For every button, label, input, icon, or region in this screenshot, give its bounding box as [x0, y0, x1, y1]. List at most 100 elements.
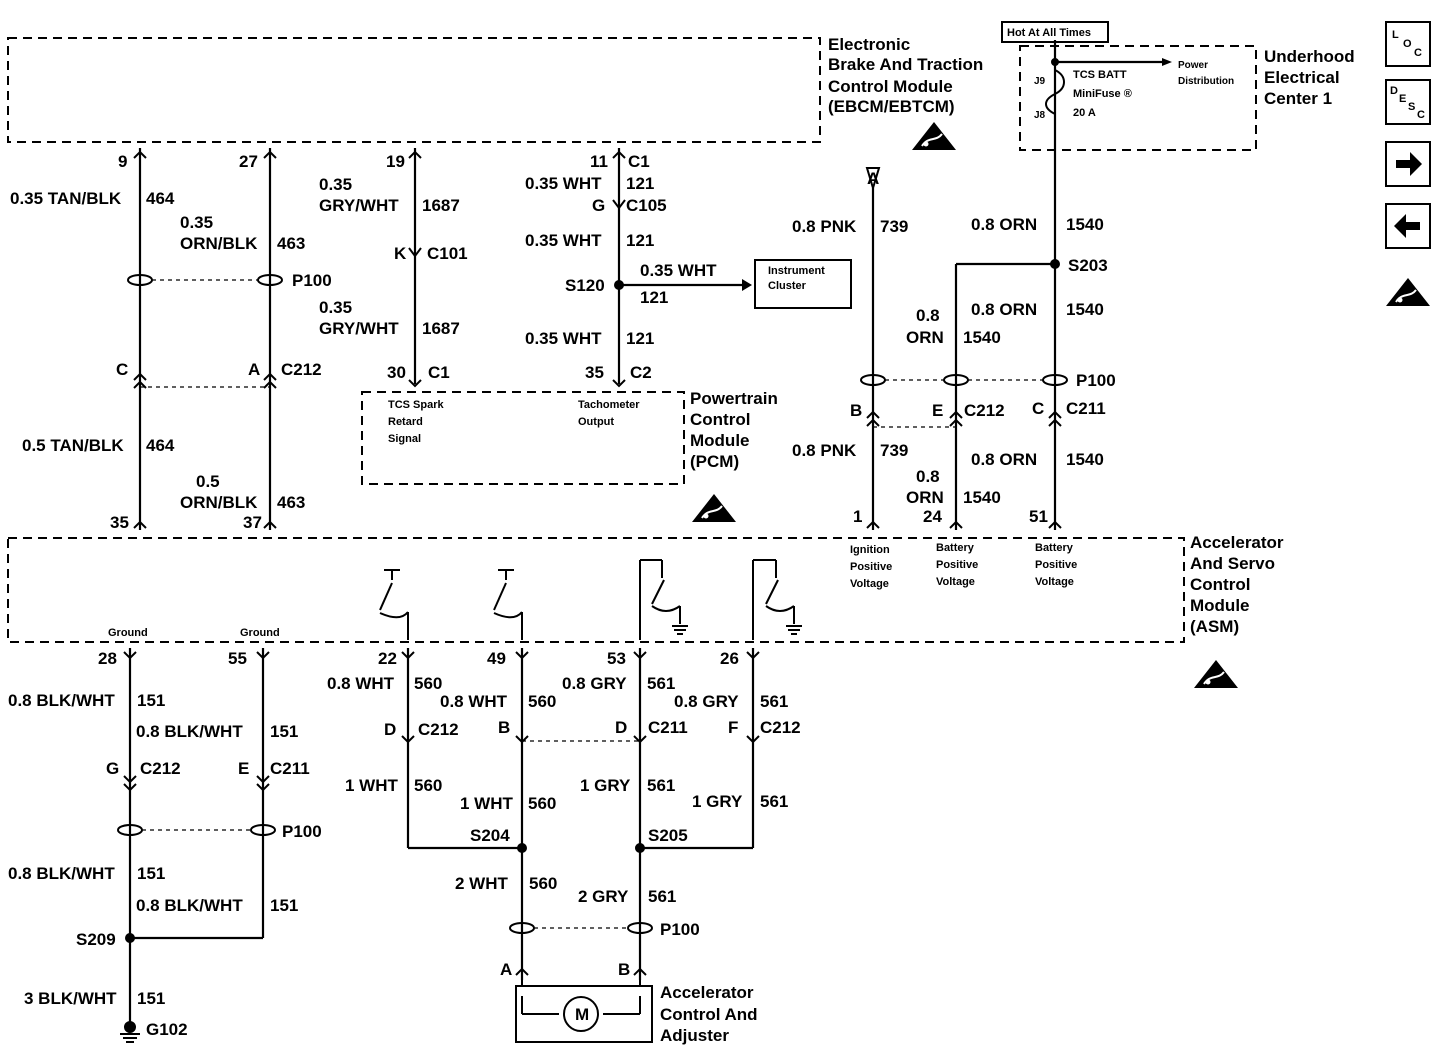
svg-text:D: D [384, 720, 396, 739]
svg-text:0.35 WHT: 0.35 WHT [525, 231, 602, 250]
svg-text:1: 1 [853, 507, 862, 526]
svg-text:And Servo: And Servo [1190, 554, 1275, 573]
svg-text:0.8 BLK/WHT: 0.8 BLK/WHT [136, 722, 243, 741]
j9-label: J9 [1034, 76, 1046, 87]
svg-text:0.8 BLK/WHT: 0.8 BLK/WHT [8, 864, 115, 883]
asm-box [7, 537, 1185, 643]
svg-text:0.8 ORN: 0.8 ORN [971, 300, 1037, 319]
svg-text:121: 121 [626, 174, 654, 193]
svg-text:MiniFuse ®: MiniFuse ® [1073, 88, 1132, 100]
svg-text:(EBCM/EBTCM): (EBCM/EBTCM) [828, 97, 955, 116]
desc-button[interactable]: D E S C [1385, 79, 1431, 125]
svg-text:560: 560 [528, 692, 556, 711]
svg-text:0.8: 0.8 [916, 306, 940, 325]
svg-text:0.5: 0.5 [196, 472, 220, 491]
svg-text:151: 151 [137, 864, 165, 883]
svg-text:11: 11 [590, 152, 608, 171]
svg-text:739: 739 [880, 217, 908, 236]
motor-icon [521, 980, 641, 1032]
svg-text:151: 151 [137, 989, 165, 1008]
svg-text:0.8 GRY: 0.8 GRY [562, 674, 627, 693]
wires [128, 40, 1165, 1022]
svg-text:560: 560 [414, 674, 442, 693]
svg-text:1540: 1540 [963, 328, 1001, 347]
svg-text:A: A [500, 960, 512, 979]
splice-dots [125, 259, 1060, 943]
next-button[interactable] [1385, 141, 1431, 187]
svg-text:0.8 WHT: 0.8 WHT [440, 692, 508, 711]
svg-text:121: 121 [640, 288, 668, 307]
esd-warning-icon[interactable] [1385, 277, 1431, 307]
svg-text:0.35 TAN/BLK: 0.35 TAN/BLK [10, 189, 122, 208]
svg-text:S120: S120 [565, 276, 605, 295]
loc-button[interactable]: L O C [1385, 21, 1431, 67]
svg-text:0.35: 0.35 [319, 298, 352, 317]
svg-text:Battery: Battery [936, 542, 975, 554]
svg-text:(ASM): (ASM) [1190, 617, 1239, 636]
svg-text:S: S [1408, 101, 1415, 113]
svg-text:0.8 PNK: 0.8 PNK [792, 217, 857, 236]
svg-text:K: K [394, 244, 407, 263]
svg-text:0.35: 0.35 [319, 175, 352, 194]
svg-text:0.8 BLK/WHT: 0.8 BLK/WHT [136, 896, 243, 915]
svg-text:0.8 BLK/WHT: 0.8 BLK/WHT [8, 691, 115, 710]
svg-text:0.5 TAN/BLK: 0.5 TAN/BLK [22, 436, 124, 455]
svg-text:560: 560 [414, 776, 442, 795]
ground-label: Ground [240, 627, 280, 639]
svg-text:TCS BATT: TCS BATT [1073, 69, 1127, 81]
svg-text:0.8 GRY: 0.8 GRY [674, 692, 739, 711]
asm-battery-label-1: Battery Positive Voltage [936, 542, 978, 588]
svg-text:B: B [850, 401, 862, 420]
svg-text:121: 121 [626, 231, 654, 250]
svg-text:Ignition: Ignition [850, 544, 890, 556]
fuse-label: TCS BATT MiniFuse ® 20 A [1073, 69, 1132, 119]
svg-text:20 A: 20 A [1073, 107, 1096, 119]
svg-text:1540: 1540 [1066, 300, 1104, 319]
svg-text:0.35 WHT: 0.35 WHT [525, 329, 602, 348]
svg-text:E: E [1399, 93, 1406, 105]
ground-label: Ground [108, 627, 148, 639]
svg-text:Power: Power [1178, 60, 1208, 71]
svg-text:Adjuster: Adjuster [660, 1026, 729, 1045]
svg-text:Voltage: Voltage [1035, 576, 1074, 588]
wire-labels: 9 27 19 11 C1 0.35 TAN/BLK 464 0.35 ORN/… [8, 152, 1116, 1039]
svg-text:Tachometer: Tachometer [578, 399, 640, 411]
svg-text:C1: C1 [428, 363, 450, 382]
g102-ground-icon [120, 1021, 140, 1043]
svg-text:P100: P100 [292, 271, 332, 290]
motor-m: M [575, 1005, 589, 1024]
svg-text:C1: C1 [628, 152, 650, 171]
svg-text:2 WHT: 2 WHT [455, 874, 509, 893]
svg-text:Electronic: Electronic [828, 35, 910, 54]
ebcm-label: Electronic Brake And Traction Control Mo… [828, 35, 983, 116]
svg-text:TCS Spark: TCS Spark [388, 399, 445, 411]
svg-text:C212: C212 [418, 720, 459, 739]
svg-text:C211: C211 [270, 759, 310, 778]
svg-text:Output: Output [578, 416, 614, 428]
svg-text:A: A [248, 360, 260, 379]
svg-text:C211: C211 [1066, 399, 1106, 418]
svg-text:GRY/WHT: GRY/WHT [319, 196, 399, 215]
svg-text:49: 49 [487, 649, 506, 668]
svg-text:0.8: 0.8 [916, 467, 940, 486]
svg-text:35: 35 [110, 513, 129, 532]
svg-text:O: O [1403, 38, 1412, 50]
svg-text:30: 30 [387, 363, 406, 382]
svg-text:G102: G102 [146, 1020, 188, 1039]
ebcm-box [7, 37, 821, 143]
svg-text:Voltage: Voltage [850, 578, 889, 590]
svg-text:Distribution: Distribution [1178, 76, 1234, 87]
svg-text:Positive: Positive [850, 561, 892, 573]
svg-text:GRY/WHT: GRY/WHT [319, 319, 399, 338]
svg-text:Module: Module [690, 431, 750, 450]
svg-text:P100: P100 [282, 822, 322, 841]
svg-text:C211: C211 [648, 718, 688, 737]
svg-text:121: 121 [626, 329, 654, 348]
prev-button[interactable] [1385, 203, 1431, 249]
svg-text:Control Module: Control Module [828, 77, 953, 96]
svg-text:24: 24 [923, 507, 942, 526]
svg-text:0.8 WHT: 0.8 WHT [327, 674, 395, 693]
svg-text:Positive: Positive [1035, 559, 1077, 571]
svg-text:C: C [116, 360, 128, 379]
svg-text:Brake And Traction: Brake And Traction [828, 55, 983, 74]
